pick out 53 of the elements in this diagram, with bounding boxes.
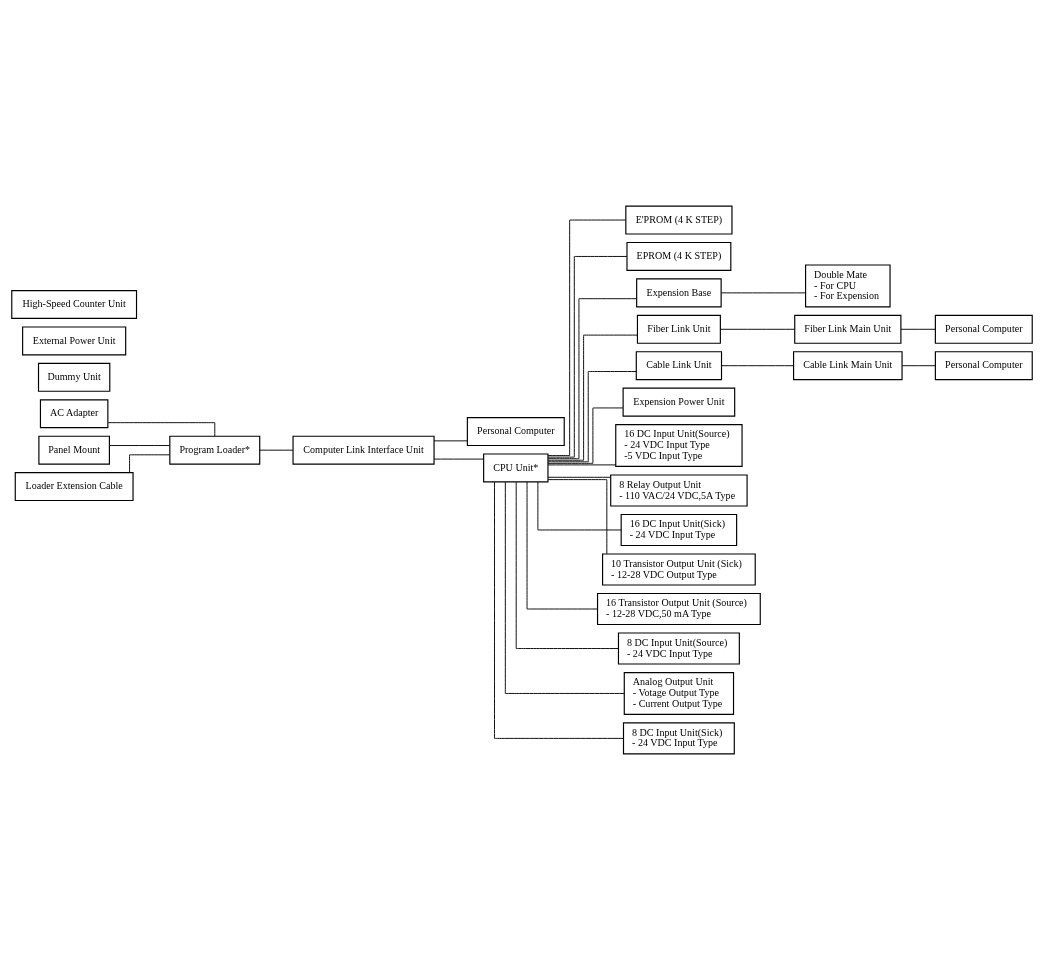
- node-box: Panel Mount: [38, 435, 110, 465]
- connector: [504, 481, 625, 694]
- node-box: Expension Base: [636, 278, 722, 308]
- node-box: EPROM (4 K STEP): [626, 241, 732, 271]
- node-box: 16 Transistor Output Unit (Source) - 12-28 VDC,50 mA Type: [596, 592, 761, 626]
- node-box: Loader Extension Cable: [14, 472, 134, 502]
- node-box: Fiber Link Unit: [636, 314, 721, 344]
- connector: [129, 454, 171, 474]
- node-box: Cable Link Unit: [635, 351, 723, 381]
- connector: [259, 449, 294, 451]
- connector: [721, 365, 794, 367]
- connector: [537, 481, 622, 531]
- node-box: Computer Link Interface Unit: [292, 435, 435, 465]
- node-box: CPU Unit*: [483, 453, 549, 483]
- node-box: 16 DC Input Unit(Sick) - 24 VDC Input Type: [620, 513, 738, 547]
- node-box: 16 DC Input Unit(Source) - 24 VDC Input Type -5 VDC Input Type: [615, 424, 743, 467]
- connector: [547, 464, 617, 466]
- node-box: Program Loader*: [169, 435, 261, 465]
- connector: [494, 481, 624, 739]
- connector: [433, 440, 468, 442]
- connector: [109, 445, 171, 446]
- connector: [515, 481, 619, 649]
- node-box: 8 DC Input Unit(Sick) - 24 VDC Input Type: [622, 722, 735, 755]
- node-box: 8 DC Input Unit(Source) - 24 VDC Input Type: [617, 632, 740, 665]
- node-box: Dummy Unit: [37, 362, 111, 392]
- connector: [719, 328, 796, 330]
- connector: [547, 407, 624, 464]
- node-box: Cable Link Main Unit: [793, 351, 903, 381]
- node-box: Expension Power Unit: [622, 387, 736, 417]
- node-box: 8 Relay Output Unit - 110 VAC/24 VDC,5A Type: [610, 474, 748, 507]
- connector: [526, 481, 598, 610]
- node-box: Personal Computer: [934, 314, 1033, 344]
- node-box: 10 Transistor Output Unit (Sick) - 12-28 VDC Output Type: [602, 553, 756, 586]
- node-box: Double Mate - For CPU - For Expension: [805, 264, 891, 308]
- connector: [547, 298, 637, 460]
- connector: [547, 371, 637, 463]
- connector: [547, 256, 628, 458]
- connector: [720, 292, 806, 294]
- node-box: Personal Computer: [934, 351, 1033, 381]
- node-box: Personal Computer: [466, 417, 565, 447]
- connector: [547, 219, 627, 457]
- connector: [547, 334, 638, 461]
- connector: [547, 476, 612, 478]
- node-box: Analog Output Unit - Votage Output Type - Current Output Type: [623, 671, 735, 715]
- node-box: Fiber Link Main Unit: [794, 314, 902, 344]
- connector: [901, 365, 936, 367]
- connector: [547, 479, 608, 555]
- node-box: E'PROM (4 K STEP): [625, 205, 733, 235]
- connector: [433, 458, 484, 460]
- node-box: External Power Unit: [22, 326, 127, 356]
- connector: [900, 328, 936, 330]
- node-box: High-Speed Counter Unit: [11, 290, 138, 320]
- node-box: AC Adapter: [39, 399, 109, 429]
